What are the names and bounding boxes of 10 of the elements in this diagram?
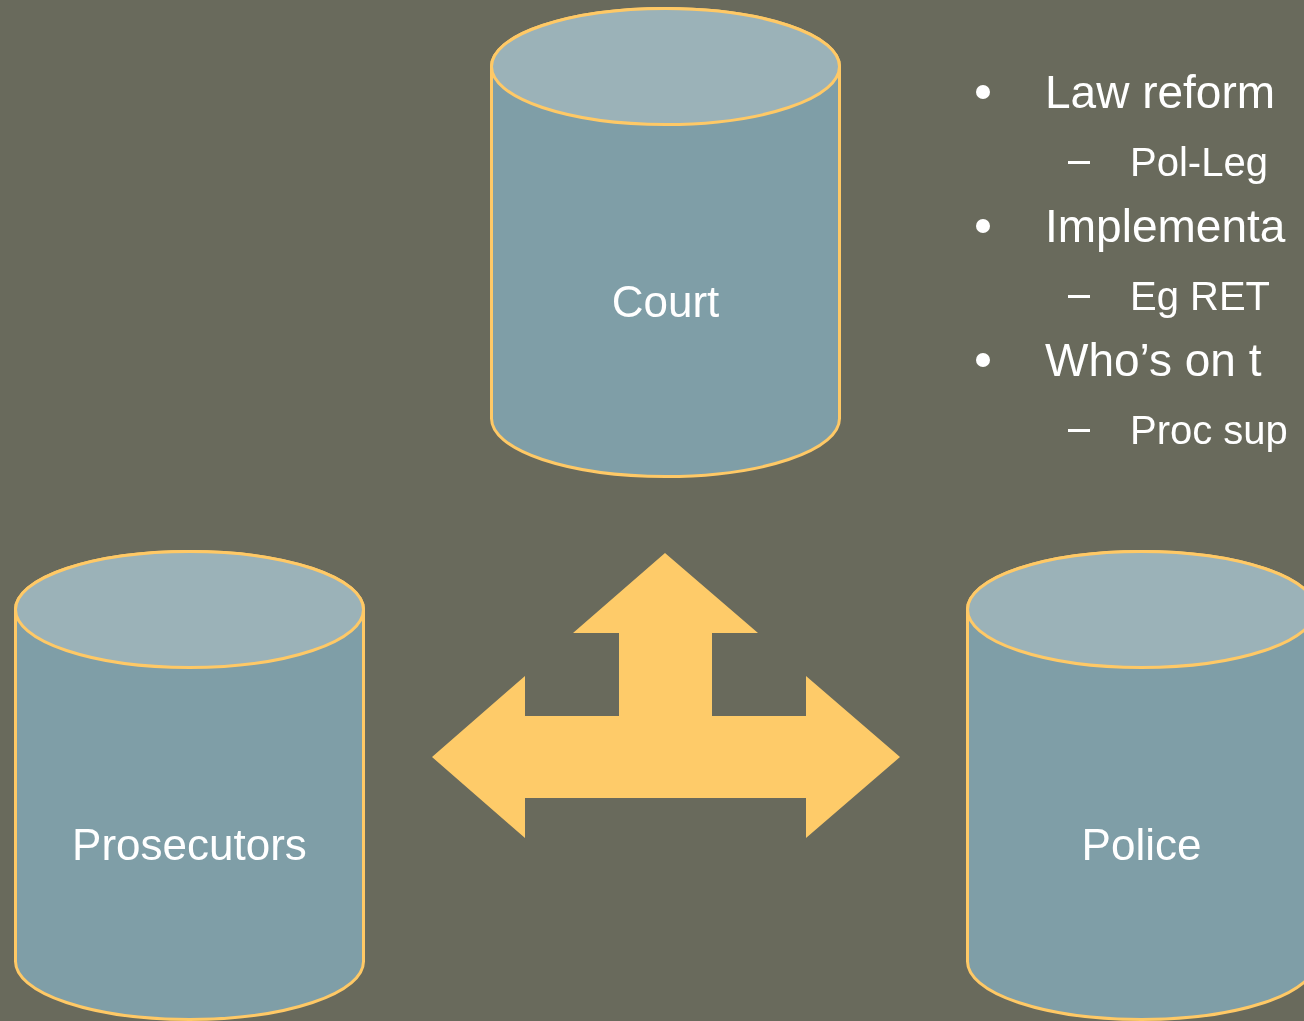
sub-bullet-text: Eg RET bbox=[1130, 273, 1271, 320]
sub-bullet-text: Proc sup bbox=[1130, 407, 1288, 454]
bullet-text: Law reform bbox=[1045, 65, 1276, 120]
sub-bullet-text: Pol-Leg bbox=[1130, 139, 1268, 186]
three-way-arrow bbox=[432, 553, 900, 839]
bullet-text: Who’s on t bbox=[1045, 333, 1262, 388]
cylinder-label: Police bbox=[1081, 822, 1202, 867]
bullet-text: Implementa bbox=[1045, 199, 1286, 254]
cylinder-label: Court bbox=[611, 279, 720, 324]
cylinder-label: Prosecutors bbox=[72, 822, 307, 867]
